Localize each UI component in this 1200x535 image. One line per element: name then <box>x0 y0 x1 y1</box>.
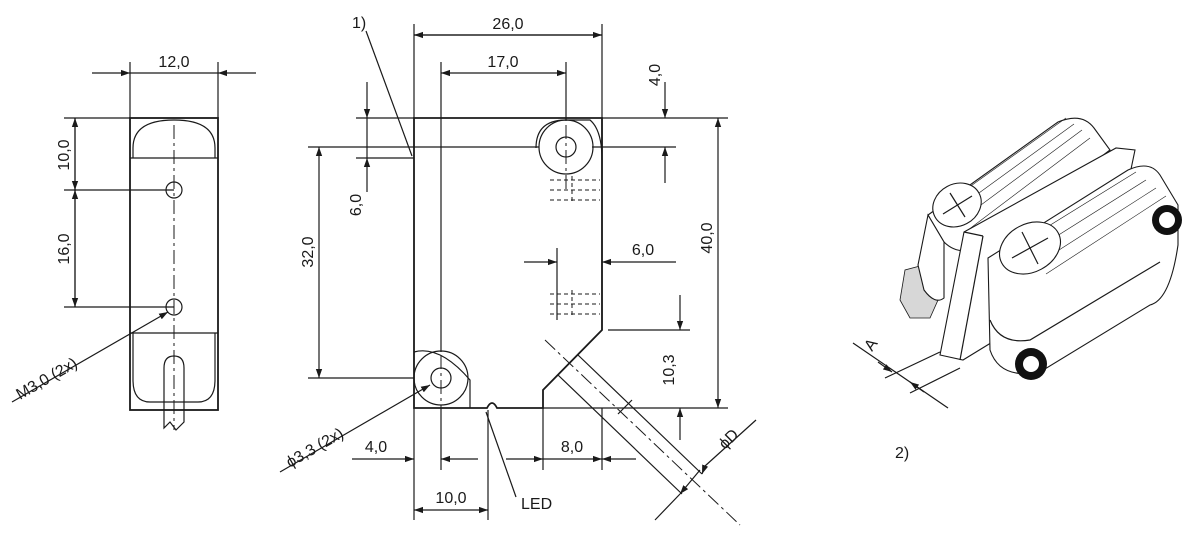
hidden-optic-upper <box>550 176 600 204</box>
front-body-outline <box>413 117 603 409</box>
hidden-optic-lower <box>550 290 600 318</box>
front-cable <box>544 339 741 526</box>
edge-offset-label: 6,0 <box>348 194 365 216</box>
cable-height-label: 10,3 <box>661 354 678 385</box>
total-height-label: 40,0 <box>699 222 716 253</box>
hole-diameter-label: ϕ3,3 (2x) <box>284 425 347 471</box>
side-top-hole-label: 10,0 <box>56 139 73 170</box>
side-cable <box>163 355 185 410</box>
iso-view: A 2) <box>852 117 1182 462</box>
note-ref-1: 1) <box>352 15 366 32</box>
thread-leader <box>11 311 169 403</box>
hole-spacing-v-label: 32,0 <box>300 236 317 267</box>
total-width-label: 26,0 <box>492 16 523 33</box>
left-offset-label: 4,0 <box>365 439 387 456</box>
hole-diameter-leader <box>279 384 431 473</box>
thread-label: M3,0 (2x) <box>14 355 81 404</box>
iso-dim-a-line <box>852 342 949 409</box>
cable-diameter-label: ϕD <box>716 426 743 453</box>
led-label: LED <box>521 496 552 513</box>
led-offset-label: 10,0 <box>435 490 466 507</box>
side-lens-top <box>132 119 216 158</box>
hole-offset-x-label: 17,0 <box>487 54 518 71</box>
iso-front-housing <box>987 165 1179 375</box>
side-view: 12,0 10,0 16,0 M3,0 (2x) <box>11 54 256 431</box>
cable-offset-label: 8,0 <box>561 439 583 456</box>
hole-offset-y-label: 4,0 <box>647 64 664 86</box>
front-upper-boss <box>535 119 603 161</box>
front-view: 26,0 17,0 4,0 40,0 1) 6,0 32,0 <box>279 15 757 526</box>
window-width-label: 6,0 <box>632 242 654 259</box>
front-lower-boss <box>413 350 471 408</box>
side-width-label: 12,0 <box>158 54 189 71</box>
note-ref-2: 2) <box>895 445 909 462</box>
side-hole-spacing-label: 16,0 <box>56 233 73 264</box>
